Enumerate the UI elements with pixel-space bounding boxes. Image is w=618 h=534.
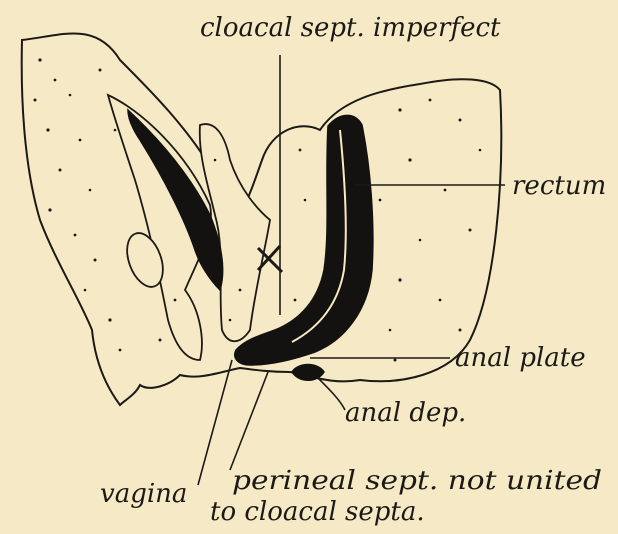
label-rectum: rectum bbox=[512, 171, 606, 201]
leader-vagina bbox=[198, 360, 232, 485]
leader-anal-dep bbox=[318, 378, 345, 410]
label-cloacal-septum: cloacal sept. imperfect bbox=[200, 13, 501, 43]
leader-perineal bbox=[230, 372, 268, 470]
label-perineal-line2: to cloacal septa. bbox=[210, 497, 425, 527]
label-vagina: vagina bbox=[100, 479, 187, 509]
label-perineal-line1: perineal sept. not united bbox=[232, 466, 602, 496]
label-anal-plate: anal plate bbox=[455, 343, 586, 373]
label-anal-dep: anal dep. bbox=[345, 398, 466, 428]
anal-depression-spot bbox=[292, 365, 324, 381]
